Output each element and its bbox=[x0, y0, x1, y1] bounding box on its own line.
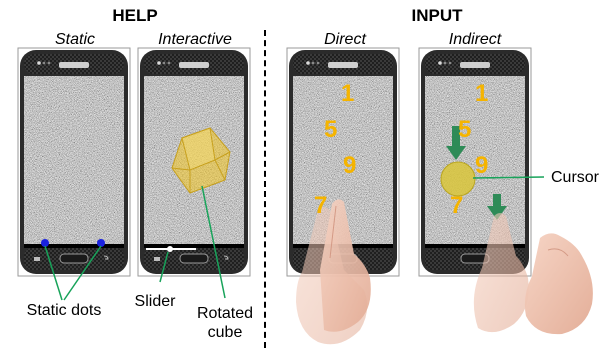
hand-direct bbox=[296, 199, 371, 345]
panel-title-static: Static bbox=[54, 31, 95, 48]
phone-interactive bbox=[137, 47, 251, 277]
panel-title-direct: Direct bbox=[324, 31, 366, 48]
digit-5-direct: 5 bbox=[324, 116, 338, 143]
direction-arrow-up bbox=[446, 126, 466, 160]
digit-7-indirect: 7 bbox=[450, 192, 464, 219]
static-dot-left bbox=[41, 239, 49, 247]
direction-arrow-down bbox=[487, 194, 507, 220]
rotated-cube bbox=[171, 127, 231, 194]
slider-leader bbox=[159, 251, 169, 283]
digit-9-indirect: 9 bbox=[475, 152, 489, 179]
digit-7-direct: 7 bbox=[314, 192, 328, 219]
label-rotated-cube-line2: cube bbox=[207, 324, 243, 341]
digit-1-indirect: 1 bbox=[475, 80, 489, 107]
digit-5-indirect: 5 bbox=[458, 116, 472, 143]
panel-title-indirect: Indirect bbox=[448, 31, 502, 48]
static-dots-leader-right bbox=[63, 245, 102, 301]
label-cursor: Cursor bbox=[550, 169, 599, 186]
label-static-dots: Static dots bbox=[26, 302, 102, 319]
label-rotated-cube-line1: Rotated bbox=[196, 305, 254, 322]
digit-9-direct: 9 bbox=[343, 152, 357, 179]
hand-indirect bbox=[473, 213, 593, 335]
cursor-circle bbox=[440, 161, 476, 197]
panel-title-interactive: Interactive bbox=[158, 31, 232, 48]
noise-screen bbox=[24, 76, 124, 246]
phone-static bbox=[17, 47, 131, 277]
section-title-help: HELP bbox=[112, 6, 158, 25]
label-slider: Slider bbox=[134, 293, 176, 310]
cursor-leader bbox=[472, 176, 545, 179]
static-dots-leader-left bbox=[44, 245, 63, 301]
noise-screen bbox=[425, 76, 525, 246]
section-title-input: INPUT bbox=[411, 6, 463, 25]
static-dot-right bbox=[97, 239, 105, 247]
digit-1-direct: 1 bbox=[341, 80, 355, 107]
slider-thumb bbox=[167, 246, 173, 252]
cube-leader bbox=[201, 185, 226, 299]
section-divider bbox=[264, 30, 266, 348]
